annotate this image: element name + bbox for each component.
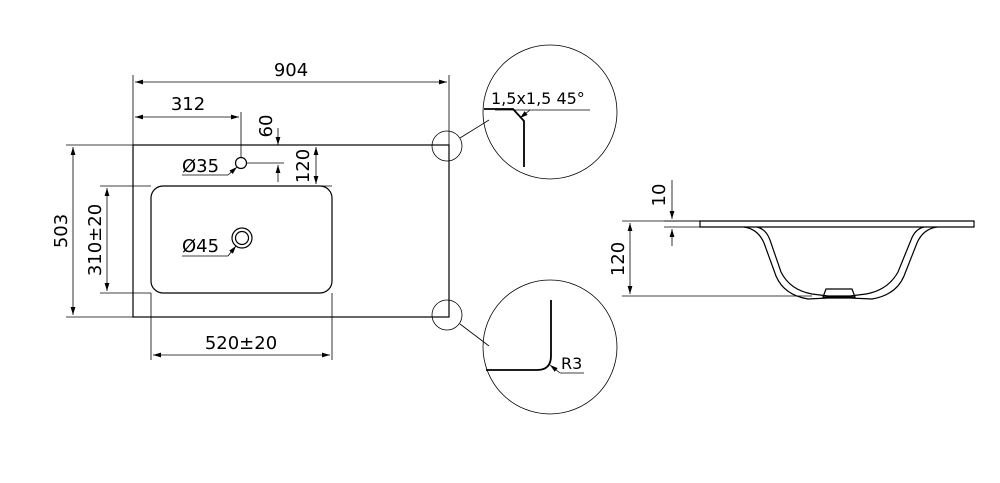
detail-chamfer-circle [482,44,618,180]
faucet-hole [234,156,248,170]
faucet-hole-leader [227,166,238,176]
faucet-hole-label: Ø35 [182,156,219,177]
dim-bowl-depth-label: 310±20 [85,204,106,276]
detail-radius: R3 [482,279,618,415]
section-bowl-inner [743,226,938,300]
detail-marker-top [431,130,463,162]
detail-radius-circle [482,279,618,415]
dim-bowl-offset-label: 120 [293,149,314,183]
radius-edge [486,300,552,371]
radius-label: R3 [561,354,582,373]
chamfer-edge [484,108,525,167]
drain-hole-label: Ø45 [182,236,219,257]
chamfer-label: 1,5x1,5 45° [491,89,585,108]
dim-width-label: 904 [274,60,308,81]
bowl-outline [150,185,333,294]
detail-marker-bottom [431,299,463,331]
section-top-slab [699,220,975,228]
dim-bowl-width-label: 520±20 [205,333,277,354]
section-bowl-outer [756,226,925,297]
detail-chamfer: 1,5x1,5 45° [482,44,618,180]
plan-view: 904 312 60 120 503 310±20 520±20 Ø35 [51,60,490,360]
drain-hole-leader [227,245,237,257]
countertop-outline [132,144,450,318]
chamfer-leader [519,109,531,119]
section-view: 10 120 [608,180,975,300]
dim-top-thickness-label: 10 [649,184,670,207]
dim-depth-label: 503 [51,214,72,248]
section-drain [822,288,856,298]
dim-faucet-offset-label: 312 [171,94,205,115]
dim-bowl-height-label: 120 [608,242,629,276]
dim-faucet-edge-label: 60 [256,115,277,138]
radius-leader [549,364,561,374]
drain-hole-inner [234,230,250,246]
drain-hole-outer [231,227,253,249]
